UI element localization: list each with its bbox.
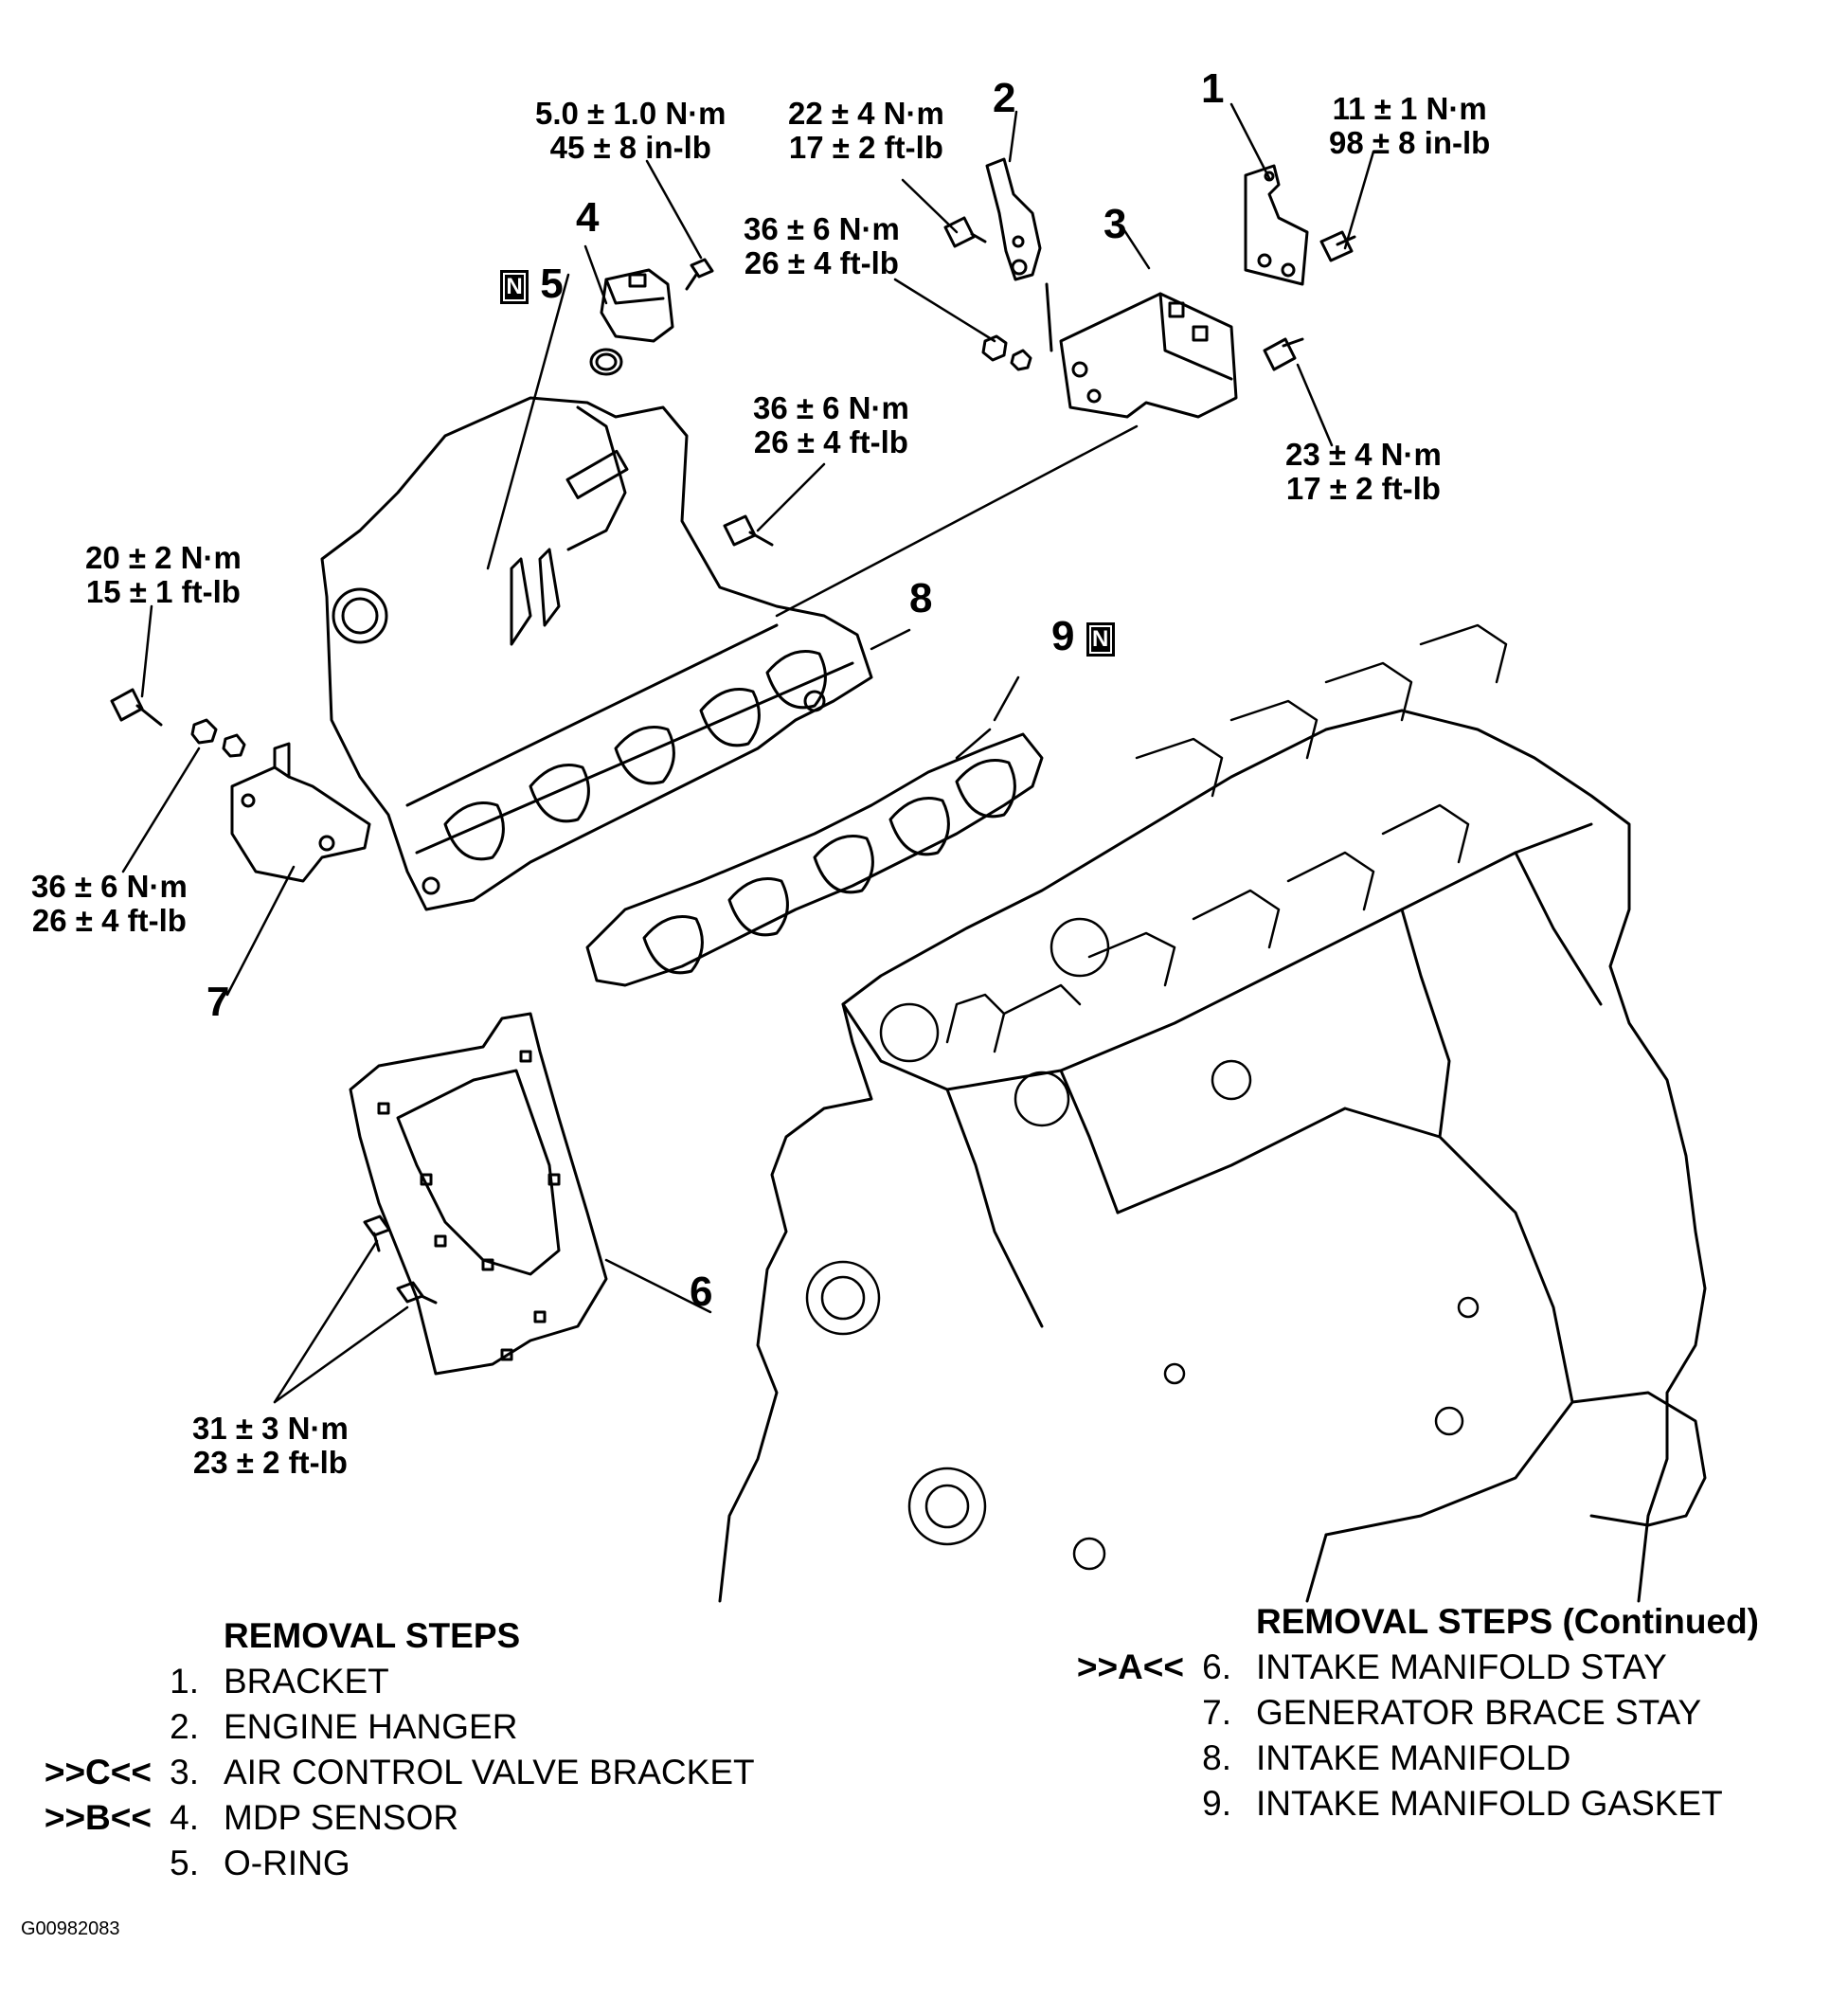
torque-stay-bolts: 31 ± 3 N·m 23 ± 2 ft-lb bbox=[192, 1412, 349, 1480]
torque-manifold-bolt: 36 ± 6 N·m 26 ± 4 ft-lb bbox=[753, 391, 909, 459]
generator-brace-stay-part bbox=[230, 742, 371, 883]
step-code: >>C<< bbox=[44, 1753, 152, 1791]
engine-block bbox=[718, 623, 1707, 1603]
torque-nm: 36 ± 6 N·m bbox=[744, 211, 900, 246]
figure-code: G00982083 bbox=[21, 1918, 120, 1939]
callout-9: 9 N bbox=[1051, 616, 1115, 657]
step-label: GENERATOR BRACE STAY bbox=[1256, 1693, 1702, 1732]
torque-imperial: 23 ± 2 ft-lb bbox=[192, 1445, 348, 1480]
callout-4: 4 bbox=[576, 194, 600, 241]
step-label: BRACKET bbox=[224, 1662, 389, 1701]
step-label: INTAKE MANIFOLD bbox=[1256, 1738, 1571, 1777]
torque-nm: 36 ± 6 N·m bbox=[753, 390, 909, 425]
torque-imperial: 26 ± 4 ft-lb bbox=[744, 245, 899, 280]
step-label: ENGINE HANGER bbox=[224, 1707, 518, 1746]
new-part-icon: N bbox=[1085, 622, 1115, 657]
callout-6: 6 bbox=[690, 1269, 713, 1315]
mdp-sensor-part bbox=[600, 268, 674, 343]
step-number: 4. bbox=[170, 1798, 199, 1837]
removal-steps-title: REMOVAL STEPS bbox=[224, 1616, 521, 1655]
intake-manifold-stay-bolts bbox=[363, 1215, 438, 1305]
step-label: MDP SENSOR bbox=[224, 1798, 459, 1837]
step-number: 1. bbox=[170, 1662, 199, 1701]
step-row: 9. INTAKE MANIFOLD GASKET bbox=[1070, 1781, 1838, 1827]
air-control-valve-bracket-nuts bbox=[981, 334, 1032, 371]
torque-nm: 22 ± 4 N·m bbox=[788, 96, 944, 131]
o-ring-part bbox=[589, 348, 623, 376]
torque-engine-hanger-bolt: 22 ± 4 N·m 17 ± 2 ft-lb bbox=[788, 97, 944, 165]
torque-brace-nut: 36 ± 6 N·m 26 ± 4 ft-lb bbox=[31, 870, 188, 938]
callout-3: 3 bbox=[1103, 201, 1127, 247]
exploded-view-diagram bbox=[110, 102, 1707, 1603]
torque-nm: 20 ± 2 N·m bbox=[85, 540, 242, 575]
step-code: >>A<< bbox=[1076, 1647, 1184, 1686]
engine-hanger-bolt bbox=[943, 216, 987, 248]
step-row: 8. INTAKE MANIFOLD bbox=[1070, 1736, 1838, 1781]
step-number: 9. bbox=[1202, 1784, 1231, 1823]
torque-brace-bolt: 20 ± 2 N·m 15 ± 1 ft-lb bbox=[85, 541, 242, 609]
torque-imperial: 26 ± 4 ft-lb bbox=[753, 424, 908, 459]
callout-1: 1 bbox=[1201, 65, 1225, 112]
torque-imperial: 17 ± 2 ft-lb bbox=[788, 130, 943, 165]
step-number: 5. bbox=[170, 1844, 199, 1882]
air-control-valve-bracket-bolt bbox=[1263, 337, 1304, 371]
new-part-icon: N bbox=[500, 270, 529, 304]
intake-manifold-bolt bbox=[723, 514, 774, 547]
intake-manifold-part bbox=[320, 396, 873, 911]
removal-steps: REMOVAL STEPS 1. BRACKET 2. ENGINE HANGE… bbox=[38, 1613, 815, 1886]
removal-steps-continued: REMOVAL STEPS (Continued) >>A<< 6. INTAK… bbox=[1070, 1599, 1838, 1827]
leader-lines bbox=[121, 102, 1375, 1404]
step-number: 2. bbox=[170, 1707, 199, 1746]
step-number: 8. bbox=[1202, 1738, 1231, 1777]
step-row: >>C<< 3. AIR CONTROL VALVE BRACKET bbox=[38, 1750, 815, 1795]
bracket-bolt bbox=[1319, 230, 1356, 262]
torque-nm: 11 ± 1 N·m bbox=[1332, 91, 1487, 126]
torque-nm: 23 ± 4 N·m bbox=[1285, 437, 1442, 472]
step-label: AIR CONTROL VALVE BRACKET bbox=[224, 1753, 755, 1791]
torque-nm: 36 ± 6 N·m bbox=[31, 869, 188, 904]
torque-bracket-bolt: 11 ± 1 N·m 98 ± 8 in-lb bbox=[1329, 92, 1490, 160]
engine-hanger-part bbox=[985, 157, 1042, 281]
torque-nm: 31 ± 3 N·m bbox=[192, 1411, 349, 1446]
torque-imperial: 26 ± 4 ft-lb bbox=[31, 903, 187, 938]
step-number: 7. bbox=[1202, 1693, 1231, 1732]
mdp-sensor-bolt bbox=[685, 258, 714, 291]
air-control-valve-bracket-part bbox=[1045, 282, 1238, 419]
callout-2: 2 bbox=[993, 75, 1016, 121]
step-number: 6. bbox=[1202, 1647, 1231, 1686]
removal-steps-continued-title: REMOVAL STEPS (Continued) bbox=[1256, 1602, 1760, 1641]
torque-mdp-sensor-bolt: 5.0 ± 1.0 N·m 45 ± 8 in-lb bbox=[535, 97, 727, 165]
callout-5: N 5 bbox=[500, 263, 564, 305]
callout-7: 7 bbox=[206, 979, 230, 1025]
callout-9-number: 9 bbox=[1051, 613, 1075, 659]
torque-acv-bracket-bolt: 23 ± 4 N·m 17 ± 2 ft-lb bbox=[1285, 438, 1442, 506]
torque-imperial: 17 ± 2 ft-lb bbox=[1285, 471, 1441, 506]
step-row: 7. GENERATOR BRACE STAY bbox=[1070, 1690, 1838, 1736]
step-number: 3. bbox=[170, 1753, 199, 1791]
step-label: O-RING bbox=[224, 1844, 350, 1882]
torque-acv-bracket-nut: 36 ± 6 N·m 26 ± 4 ft-lb bbox=[744, 212, 900, 280]
torque-imperial: 15 ± 1 ft-lb bbox=[85, 574, 241, 609]
step-row: >>A<< 6. INTAKE MANIFOLD STAY bbox=[1070, 1645, 1838, 1690]
step-label: INTAKE MANIFOLD GASKET bbox=[1256, 1784, 1723, 1823]
intake-manifold-gasket-part bbox=[585, 732, 1044, 987]
torque-imperial: 98 ± 8 in-lb bbox=[1329, 125, 1491, 160]
step-row: 5. O-RING bbox=[38, 1841, 815, 1886]
callout-5-number: 5 bbox=[540, 261, 564, 307]
step-row: >>B<< 4. MDP SENSOR bbox=[38, 1795, 815, 1841]
step-row: 1. BRACKET bbox=[38, 1659, 815, 1704]
torque-nm: 5.0 ± 1.0 N·m bbox=[535, 96, 727, 131]
callout-8: 8 bbox=[909, 575, 933, 621]
bracket-part bbox=[1244, 164, 1309, 286]
torque-imperial: 45 ± 8 in-lb bbox=[549, 130, 711, 165]
generator-brace-bolt bbox=[110, 688, 163, 727]
step-label: INTAKE MANIFOLD STAY bbox=[1256, 1647, 1667, 1686]
step-code: >>B<< bbox=[44, 1798, 152, 1837]
intake-manifold-stay-part bbox=[349, 1012, 608, 1376]
step-row: 2. ENGINE HANGER bbox=[38, 1704, 815, 1750]
generator-brace-nuts bbox=[190, 718, 246, 758]
